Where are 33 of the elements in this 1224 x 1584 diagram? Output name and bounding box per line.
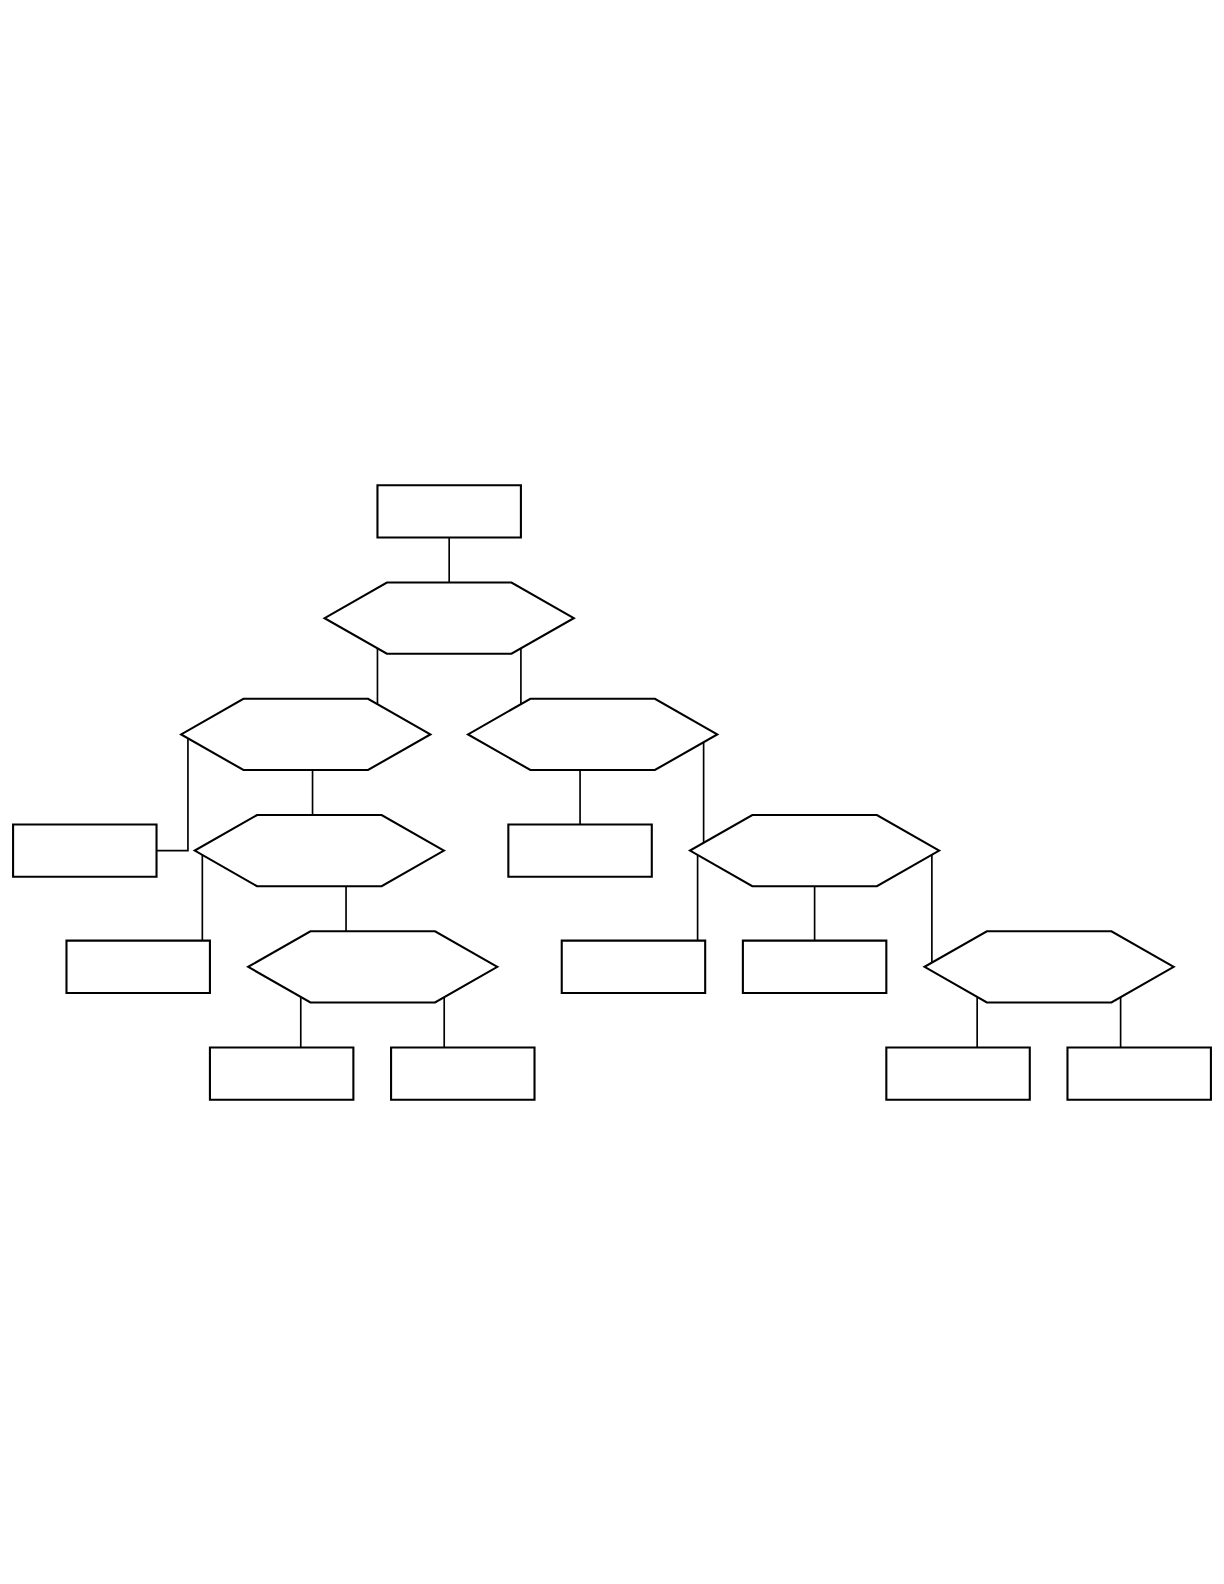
connector: [579, 768, 581, 825]
connector: [813, 885, 816, 941]
node-box: [12, 822, 158, 878]
connector: [448, 536, 450, 583]
node-hexagon: [246, 929, 500, 1003]
connector: [976, 995, 978, 1048]
node-box: [65, 939, 211, 994]
connector: [520, 647, 522, 705]
node-hexagon: [465, 697, 720, 771]
node-box: [741, 939, 888, 994]
node-box: [208, 1045, 355, 1101]
node-hexagon: [922, 929, 1176, 1003]
connector: [311, 768, 314, 816]
node-box: [376, 483, 522, 539]
node-hexagon: [192, 813, 447, 887]
node-box: [507, 822, 653, 878]
connector: [201, 853, 204, 941]
connector: [696, 853, 699, 941]
node-box: [885, 1045, 1031, 1101]
node-box: [1066, 1045, 1212, 1101]
connector: [702, 741, 705, 843]
connector: [299, 995, 302, 1048]
node-hexagon: [179, 697, 433, 771]
node-box: [390, 1045, 536, 1101]
connector: [376, 647, 379, 705]
connector: [345, 885, 347, 932]
connector: [931, 853, 933, 963]
node-hexagon: [322, 581, 576, 655]
connector: [443, 996, 446, 1048]
connector: [155, 737, 189, 851]
node-hexagon: [687, 813, 942, 887]
node-box: [560, 939, 707, 994]
connector: [1119, 996, 1122, 1048]
